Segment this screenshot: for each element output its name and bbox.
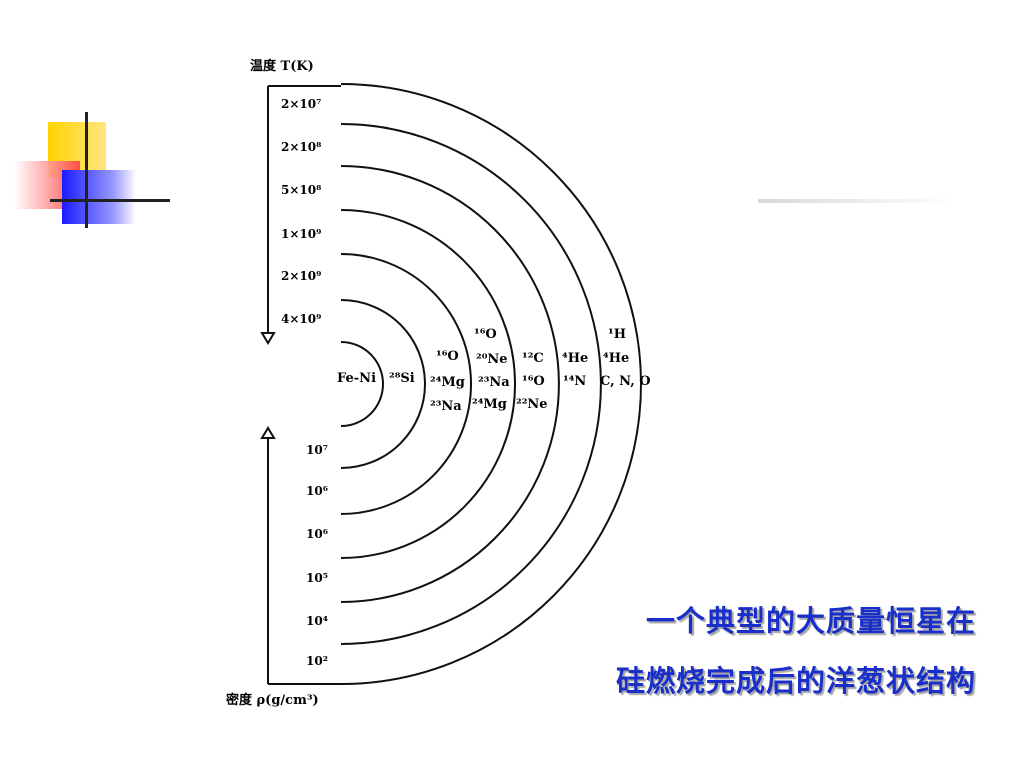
layer-label-o: ¹⁶O — [436, 349, 459, 364]
shell-o-mg-na — [340, 253, 472, 515]
temperature-axis-arrowhead — [260, 332, 276, 345]
density-tick: 10⁷ — [306, 443, 328, 457]
layer-label-mg: ²⁴Mg — [472, 397, 507, 412]
decorative-divider — [758, 199, 958, 203]
temperature-tick: 4×10⁹ — [281, 312, 322, 326]
layer-label-ne: ²²Ne — [516, 397, 548, 412]
caption-line-1: 一个典型的大质量恒星在 — [645, 604, 976, 638]
layer-label-cno: C, N, O — [600, 374, 651, 389]
layer-label-c: ¹²C — [522, 351, 544, 366]
layer-label-o: ¹⁶O — [522, 374, 545, 389]
layer-label-he: ⁴He — [562, 351, 589, 366]
logo-blue-square — [62, 170, 136, 224]
logo-vertical-line — [85, 112, 88, 228]
temperature-axis-title: 温度 T(K) — [250, 59, 314, 74]
density-tick: 10⁶ — [306, 484, 328, 498]
layer-label-si: ²⁸Si — [389, 371, 415, 386]
layer-label-fe-ni: Fe-Ni — [337, 371, 377, 386]
layer-label-o: ¹⁶O — [474, 327, 497, 342]
density-tick: 10⁶ — [306, 527, 328, 541]
layer-label-na: ²³Na — [430, 399, 462, 414]
layer-label-mg: ²⁴Mg — [430, 375, 465, 390]
density-axis-title: 密度 ρ(g/cm³) — [226, 693, 319, 708]
density-tick: 10² — [306, 654, 328, 668]
temperature-tick: 5×10⁸ — [281, 183, 322, 197]
shell-si — [340, 299, 426, 469]
layer-label-n: ¹⁴N — [563, 374, 587, 389]
shell-c-o-ne — [340, 165, 560, 603]
layer-label-he: ⁴He — [603, 351, 630, 366]
logo-horizontal-line — [50, 199, 170, 202]
temperature-tick: 1×10⁹ — [281, 227, 322, 241]
temperature-tick: 2×10⁸ — [281, 140, 322, 154]
temperature-tick: 2×10⁹ — [281, 269, 322, 283]
density-axis-arrowhead — [260, 426, 276, 439]
shell-o-ne-na-mg — [340, 209, 516, 559]
layer-label-ne: ²⁰Ne — [476, 352, 508, 367]
layer-label-h: ¹H — [608, 327, 626, 342]
temperature-tick: 2×10⁷ — [281, 97, 322, 111]
shell-he-n — [340, 123, 602, 645]
caption-line-2: 硅燃烧完成后的洋葱状结构 — [615, 664, 976, 698]
density-tick: 10⁵ — [306, 571, 328, 585]
shell-fe-ni — [340, 341, 384, 427]
density-tick: 10⁴ — [306, 614, 328, 628]
layer-label-na: ²³Na — [478, 375, 510, 390]
shell-h-he-cno — [340, 83, 642, 685]
